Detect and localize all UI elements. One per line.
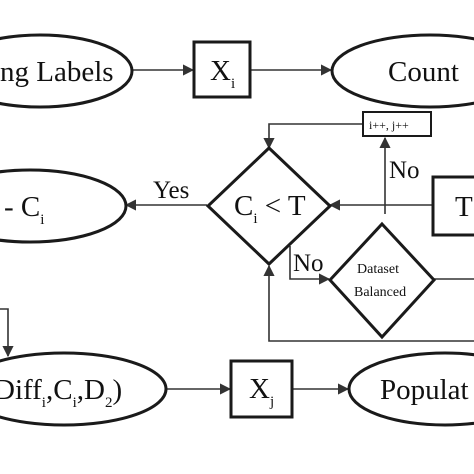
labels-text: ng Labels [0,56,114,88]
yes-label: Yes [153,177,189,204]
counter-node: i++, j++ [362,111,432,137]
dataset-line1: Dataset [357,262,399,277]
edge-counter-to-decision [263,123,363,150]
xi-label: Xi [210,55,235,92]
edge-feedback-to-decision [263,264,474,342]
no-label-bottom: No [293,250,324,277]
xi-node: Xi [192,40,252,99]
labels-node: ng Labels [0,33,134,109]
xj-label: Xj [249,373,274,410]
diff-node: Diffi,Ci,D2) [0,351,168,427]
no-label-top: No [389,157,420,184]
edge-no-to-dataset [289,246,331,285]
decision-text: Ci < T [234,190,306,227]
dataset-line2: Balanced [354,285,406,300]
minus-ci-text: - Ci [4,191,44,228]
count-text: Count [388,56,459,88]
minus-ci-node: - Ci [0,168,128,244]
xj-node: Xj [229,359,294,419]
dataset-balanced-node: Dataset Balanced [327,221,437,340]
counter-text: i++, j++ [369,118,409,132]
connectors [0,64,474,395]
diff-text: Diffi,Ci,D2) [0,374,122,411]
decision-node: Ci < T [205,145,333,267]
popula-node: Populat [347,351,474,427]
t-node: T [431,175,474,237]
edge-left-down [0,308,14,358]
count-node: Count [330,33,474,109]
t-text: T [455,191,473,223]
popula-text: Populat [380,374,469,406]
